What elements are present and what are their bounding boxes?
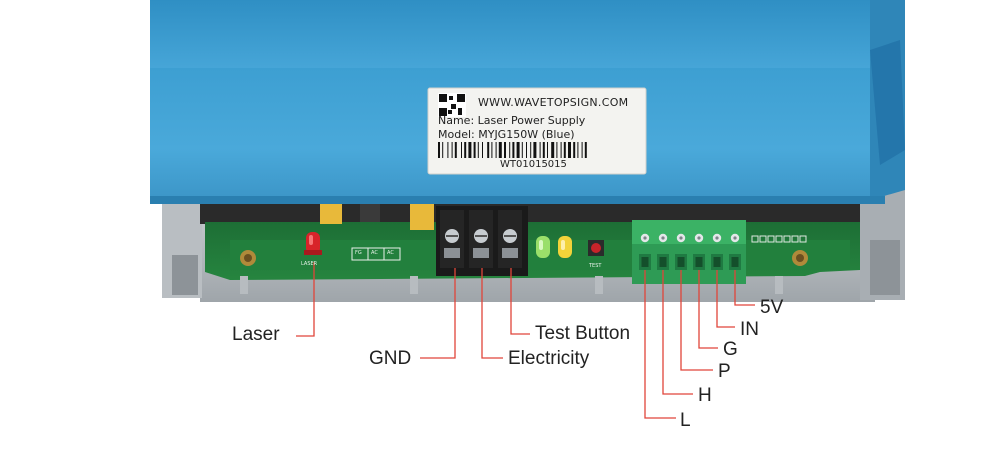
callout-electricity: Electricity <box>508 348 590 369</box>
callout-line-5 <box>716 270 735 328</box>
label-serial: WT01015015 <box>500 159 567 170</box>
callout-line-4 <box>734 270 755 306</box>
test-button-component <box>588 240 604 256</box>
barcode-icon <box>438 142 587 158</box>
black-terminal-block <box>436 206 528 276</box>
green-led <box>536 236 550 258</box>
board-fg-print: FG <box>355 250 362 256</box>
callout-line-9 <box>644 270 676 419</box>
pcb-screw-left <box>240 250 256 266</box>
callout-l: L <box>680 410 691 431</box>
label-name-line: Name: Laser Power Supply <box>438 114 586 127</box>
board-ac2-print: AC <box>387 250 394 256</box>
board-test-print: TEST <box>589 263 602 269</box>
callout-h: H <box>698 385 712 406</box>
pcb-screw-right <box>792 250 808 266</box>
product-label-sticker <box>427 87 647 175</box>
terminal-screw-test <box>503 229 517 243</box>
terminal-screw-electricity <box>474 229 488 243</box>
yellow-led <box>558 236 572 258</box>
callout-line-1 <box>420 268 456 359</box>
callout-5v: 5V <box>760 297 784 318</box>
callout-lines <box>296 262 755 419</box>
callout-gnd: GND <box>369 348 412 369</box>
callout-g: G <box>723 339 738 360</box>
green-terminal-block <box>632 220 746 284</box>
label-model-line: Model: MYJG150W (Blue) <box>438 128 575 141</box>
callout-line-6 <box>698 270 718 349</box>
callout-line-8 <box>662 270 693 395</box>
board-laser-print: LASER <box>301 261 318 267</box>
callout-line-7 <box>680 270 713 371</box>
qr-code-icon <box>438 93 466 117</box>
callout-in: IN <box>740 319 759 340</box>
laser-led <box>304 232 322 255</box>
callout-test-button: Test Button <box>535 323 631 344</box>
callout-p: P <box>718 361 731 382</box>
callout-line-3 <box>510 268 530 335</box>
label-website: WWW.WAVETOPSIGN.COM <box>478 96 629 109</box>
board-ac1-print: AC <box>371 250 378 256</box>
callout-line-0 <box>296 262 315 337</box>
terminal-screw-gnd <box>445 229 459 243</box>
callout-line-2 <box>481 268 503 359</box>
callout-laser: Laser <box>232 324 280 345</box>
